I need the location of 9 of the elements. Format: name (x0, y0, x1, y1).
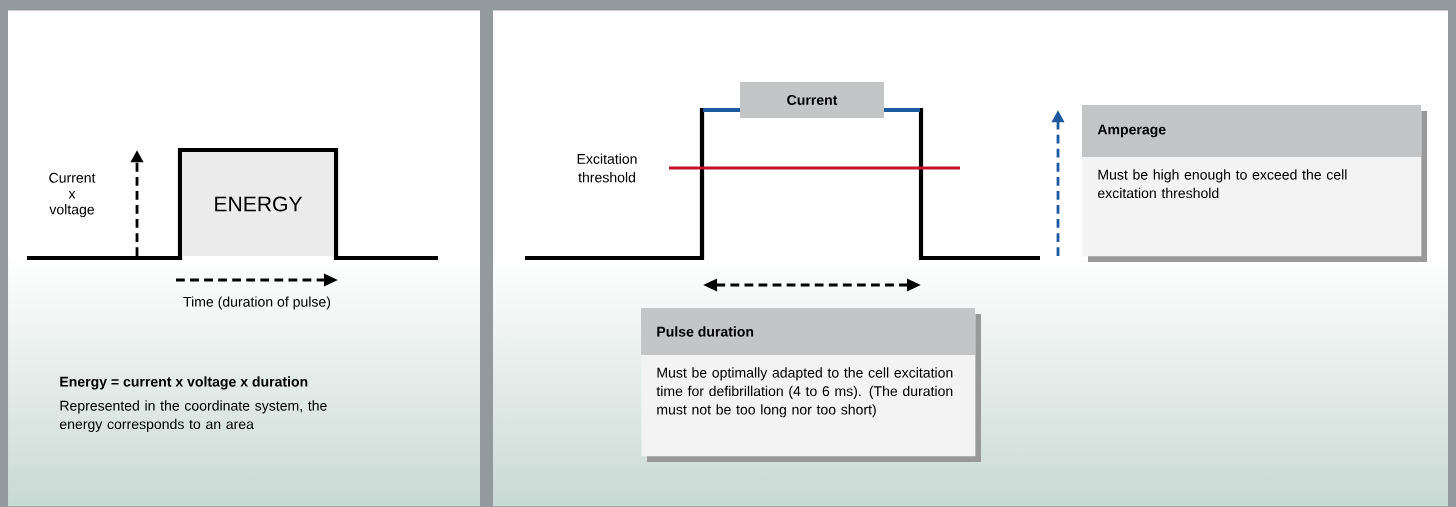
energy-area: ENERGY (182, 152, 334, 256)
current-label: Current (740, 82, 884, 118)
axis-label: Current x voltage (49, 172, 96, 218)
formula-heading: Energy = current x voltage x duration (60, 376, 308, 390)
info-card: Amperage Must be high enough to exceed the cell excitation threshold (1082, 105, 1427, 262)
info-card: Pulse duration Must be optimally adapted to the cell excitation time for defibrillation (4 to 6 ms). (The duration must not be too long nor too short) (641, 308, 981, 462)
note-text: Represented in the coordinate system, the energy corresponds to an area (59, 400, 327, 432)
axis-label: Time (duration of pulse) (183, 296, 331, 310)
threshold-label: Excitation threshold (577, 153, 637, 183)
